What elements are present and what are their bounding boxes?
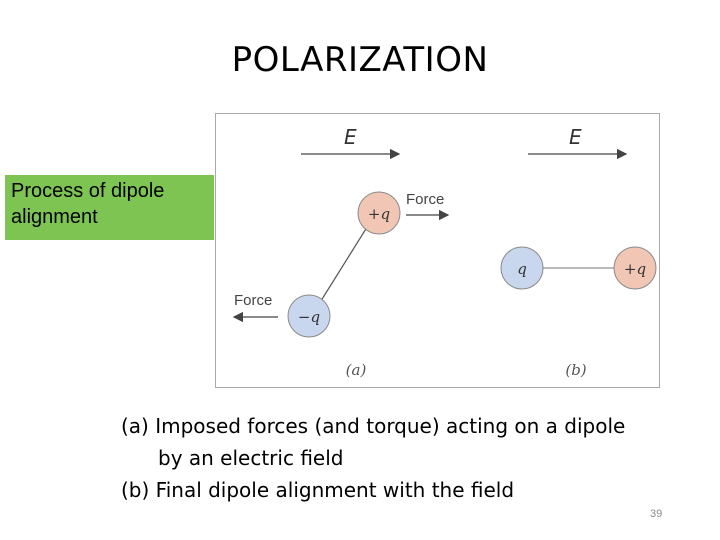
positive-charge-b: [613, 246, 657, 290]
slide-title: POLARIZATION: [231, 40, 489, 80]
negative-charge-a-label: −q: [298, 308, 320, 326]
positive-charge-a: [357, 191, 401, 235]
caption-line-a-continued: by an electric field: [158, 446, 344, 470]
field-label-a: E: [344, 125, 357, 149]
panel-a-label: (a): [346, 361, 367, 379]
field-label-b: E: [569, 125, 582, 149]
positive-charge-b-label: +q: [624, 260, 646, 278]
panel-b-label: (b): [565, 361, 586, 379]
dipole-diagram: E E +q −q Force Force q +q (a) (b): [232, 125, 657, 379]
page-number: 39: [650, 508, 663, 520]
force-label-bottom: Force: [234, 292, 272, 309]
positive-charge-a-label: +q: [368, 205, 390, 223]
dipole-bond-a: [318, 223, 370, 305]
force-label-top: Force: [406, 191, 444, 208]
dipole-figure: E E +q −q Force Force q +q (a) (b): [215, 113, 660, 388]
negative-charge-b-label: q: [517, 260, 527, 278]
negative-charge-a: [287, 294, 331, 338]
caption-line-a: (a) Imposed forces (and torque) acting o…: [121, 414, 626, 438]
note-box: Process of dipole alignment: [5, 175, 214, 240]
figure-caption: (a) Imposed forces (and torque) acting o…: [121, 410, 701, 506]
note-text: Process of dipole alignment: [11, 180, 165, 228]
negative-charge-b: [500, 246, 544, 290]
caption-line-b: (b) Final dipole alignment with the fiel…: [121, 478, 515, 502]
